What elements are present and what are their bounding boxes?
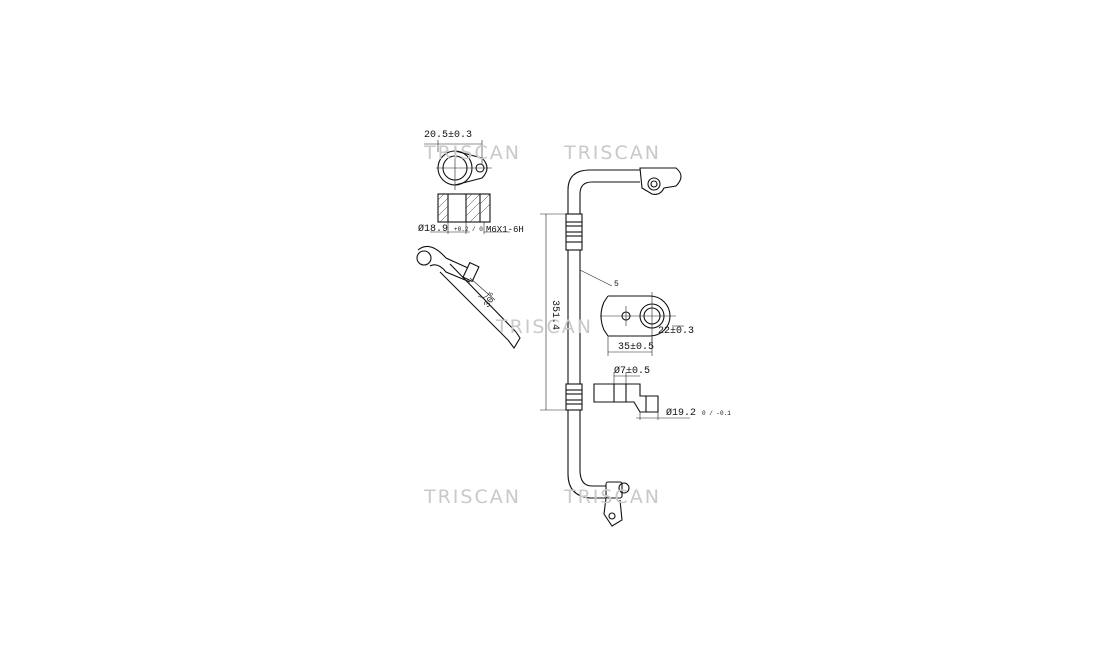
top-fitting-section-view [430,193,510,234]
angled-pipe-detail [416,245,521,349]
watermark-bottom-left: TRISCAN [424,486,521,508]
dim-side-marker: 5 [614,280,619,289]
dim-hole-spacing: 22±0.3 [658,326,695,337]
watermark-top-right: TRISCAN [564,142,661,164]
dim-bottom-bore-value: Ø19.2 [666,408,697,419]
dim-bottom-bore: Ø19.2 0 / -0.1 [666,408,731,419]
dim-bottom-bore-tol: 0 / -0.1 [702,410,731,417]
dim-top-bore: Ø18.9 +0.2 / 0 [418,224,483,235]
top-fitting-end-view [424,140,492,190]
watermark-bottom-right: TRISCAN [564,486,661,508]
dim-top-width: 20.5±0.3 [424,130,473,141]
dim-pin-dia: Ø7±0.5 [614,366,651,377]
dim-top-bore-value: Ø18.9 [418,224,449,235]
dim-flange-width: 35±0.5 [618,342,655,353]
main-pipe-assembly [540,167,682,527]
watermark-middle: TRISCAN [496,316,593,338]
dim-thread: M6X1-6H [486,225,524,235]
flange-detail [600,292,684,356]
watermark-top-left: TRISCAN [424,142,521,164]
dim-overall-length: 351.4 [549,300,560,331]
dim-top-bore-tol: +0.2 / 0 [454,226,483,233]
bracket-detail [593,372,690,420]
